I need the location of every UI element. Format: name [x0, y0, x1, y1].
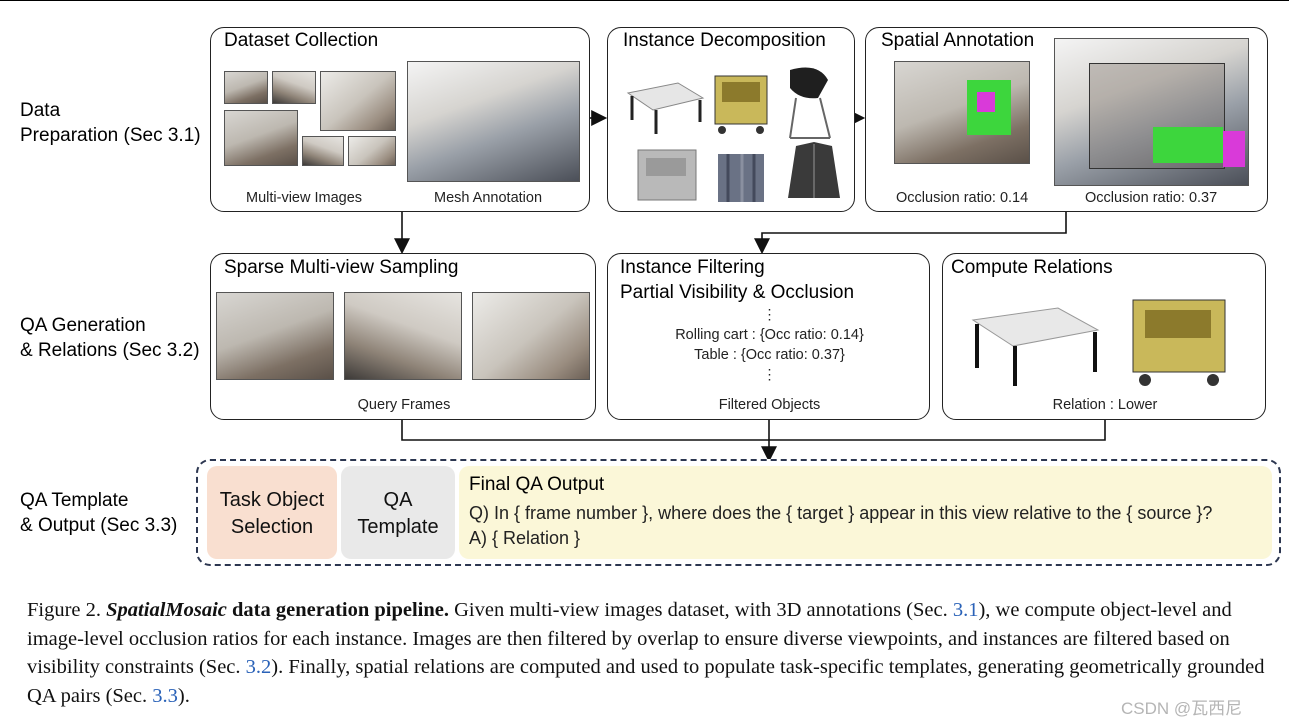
caption-ref-3-1[interactable]: 3.1 — [952, 599, 979, 621]
connector-row2-merge — [401, 420, 1106, 441]
panel-title-line1: Instance Filtering — [620, 257, 765, 278]
mesh-annotation-image — [407, 61, 580, 182]
filtered-row-table: Table : {Occ ratio: 0.37} — [694, 347, 845, 363]
multiview-image-thumb — [272, 71, 316, 104]
panel-dataset-collection: Dataset Collection Multi-view Images Mes… — [210, 27, 590, 212]
filtered-row-rolling-cart: Rolling cart : {Occ ratio: 0.14} — [675, 327, 864, 343]
panel-title: Dataset Collection — [224, 30, 379, 51]
cart-mask-magenta — [1223, 131, 1245, 167]
panel-instance-filtering: Instance Filtering Partial Visibility & … — [607, 253, 930, 420]
caption-text-4: ). — [177, 684, 190, 707]
caption-text-1: Given multi-view images dataset, with 3D… — [454, 599, 948, 621]
panel-title: Instance Decomposition — [623, 30, 826, 51]
caption-bold-title: data generation pipeline. — [232, 599, 449, 621]
multiview-image-thumb — [224, 110, 298, 166]
stage-label-data-preparation: Data Preparation (Sec 3.1) — [20, 100, 201, 146]
multiview-image-thumb — [348, 136, 396, 166]
final-output-block: Final QA Output Q) In { frame number }, … — [459, 466, 1272, 559]
target-mask-magenta — [977, 92, 995, 112]
multiview-image-thumb — [224, 71, 268, 104]
box-mesh-icon — [637, 149, 697, 201]
jacket-mesh-icon — [788, 142, 840, 198]
caption-method-name: SpatialMosaic — [106, 599, 227, 621]
arrow-annotation-to-filtering — [754, 212, 1067, 255]
panel-compute-relations: Compute Relations Relation : Lower — [942, 253, 1266, 420]
panel-title: Sparse Multi-view Sampling — [224, 257, 459, 278]
panel-title: Spatial Annotation — [881, 30, 1035, 51]
caption-ref-3-2[interactable]: 3.2 — [245, 656, 272, 678]
caption-occlusion-2: Occlusion ratio: 0.37 — [1085, 190, 1218, 206]
query-frame-image — [216, 292, 334, 380]
answer-template: A) { Relation } — [469, 528, 581, 548]
caption-figure-number: Figure 2. — [27, 599, 102, 621]
occlusion-view-1 — [894, 61, 1030, 164]
relation-meshes — [971, 299, 1226, 386]
figure-caption: Figure 2. SpatialMosaic data generation … — [27, 596, 1272, 710]
table-mesh-icon — [971, 307, 1100, 386]
panel-title: Compute Relations — [951, 257, 1113, 278]
task-object-selection-block: Task Object Selection — [207, 466, 337, 559]
rolling-cart-mesh-icon — [714, 75, 768, 134]
caption-filtered-objects: Filtered Objects — [718, 397, 821, 413]
top-rule — [0, 0, 1289, 1]
curtain-mesh-icon — [718, 154, 764, 202]
watermark: CSDN @瓦西尼 — [1121, 699, 1243, 718]
stage-label-qa-generation: QA Generation & Relations (Sec 3.2) — [20, 315, 200, 361]
query-frame-image — [344, 292, 462, 380]
caption-text-3: ). Finally, spatial relations are comput… — [27, 656, 1265, 707]
panel-sparse-sampling: Sparse Multi-view Sampling Query Frames — [210, 253, 596, 420]
ellipsis-bottom: ⋮ — [762, 366, 777, 382]
query-frame-image — [472, 292, 590, 380]
caption-ref-3-3[interactable]: 3.3 — [152, 684, 178, 707]
chair-mesh-icon — [789, 67, 831, 139]
panel-spatial-annotation: Spatial Annotation Occlusion ratio: 0.14… — [865, 27, 1268, 212]
stage-label-qa-template: QA Template & Output (Sec 3.3) — [20, 490, 178, 536]
caption-relation: Relation : Lower — [1052, 397, 1158, 413]
multiview-image-thumb — [302, 136, 344, 166]
panel-instance-decomposition: Instance Decomposition — [607, 27, 855, 212]
instance-meshes — [626, 67, 840, 202]
caption-text-2: ), we compute object-level and image-lev… — [27, 599, 1232, 678]
caption-occlusion-1: Occlusion ratio: 0.14 — [896, 190, 1029, 206]
ellipsis-top: ⋮ — [762, 306, 777, 322]
caption-query-frames: Query Frames — [357, 397, 451, 413]
panel-title-line2: Partial Visibility & Occlusion — [620, 282, 855, 303]
final-qa-container: Task Object Selection QA Template Final … — [196, 459, 1281, 566]
multiview-image-thumb — [320, 71, 396, 131]
caption-mesh-annotation: Mesh Annotation — [434, 190, 543, 206]
caption-multiview-images: Multi-view Images — [246, 190, 363, 206]
table-mesh-icon — [626, 82, 705, 134]
final-output-title: Final QA Output — [469, 474, 605, 495]
occlusion-view-2 — [1054, 38, 1249, 186]
rolling-cart-mesh-icon — [1132, 299, 1226, 386]
qa-template-block: QA Template — [341, 466, 455, 559]
table-mask-green — [1153, 127, 1223, 163]
question-template: Q) In { frame number }, where does the {… — [469, 503, 1213, 523]
